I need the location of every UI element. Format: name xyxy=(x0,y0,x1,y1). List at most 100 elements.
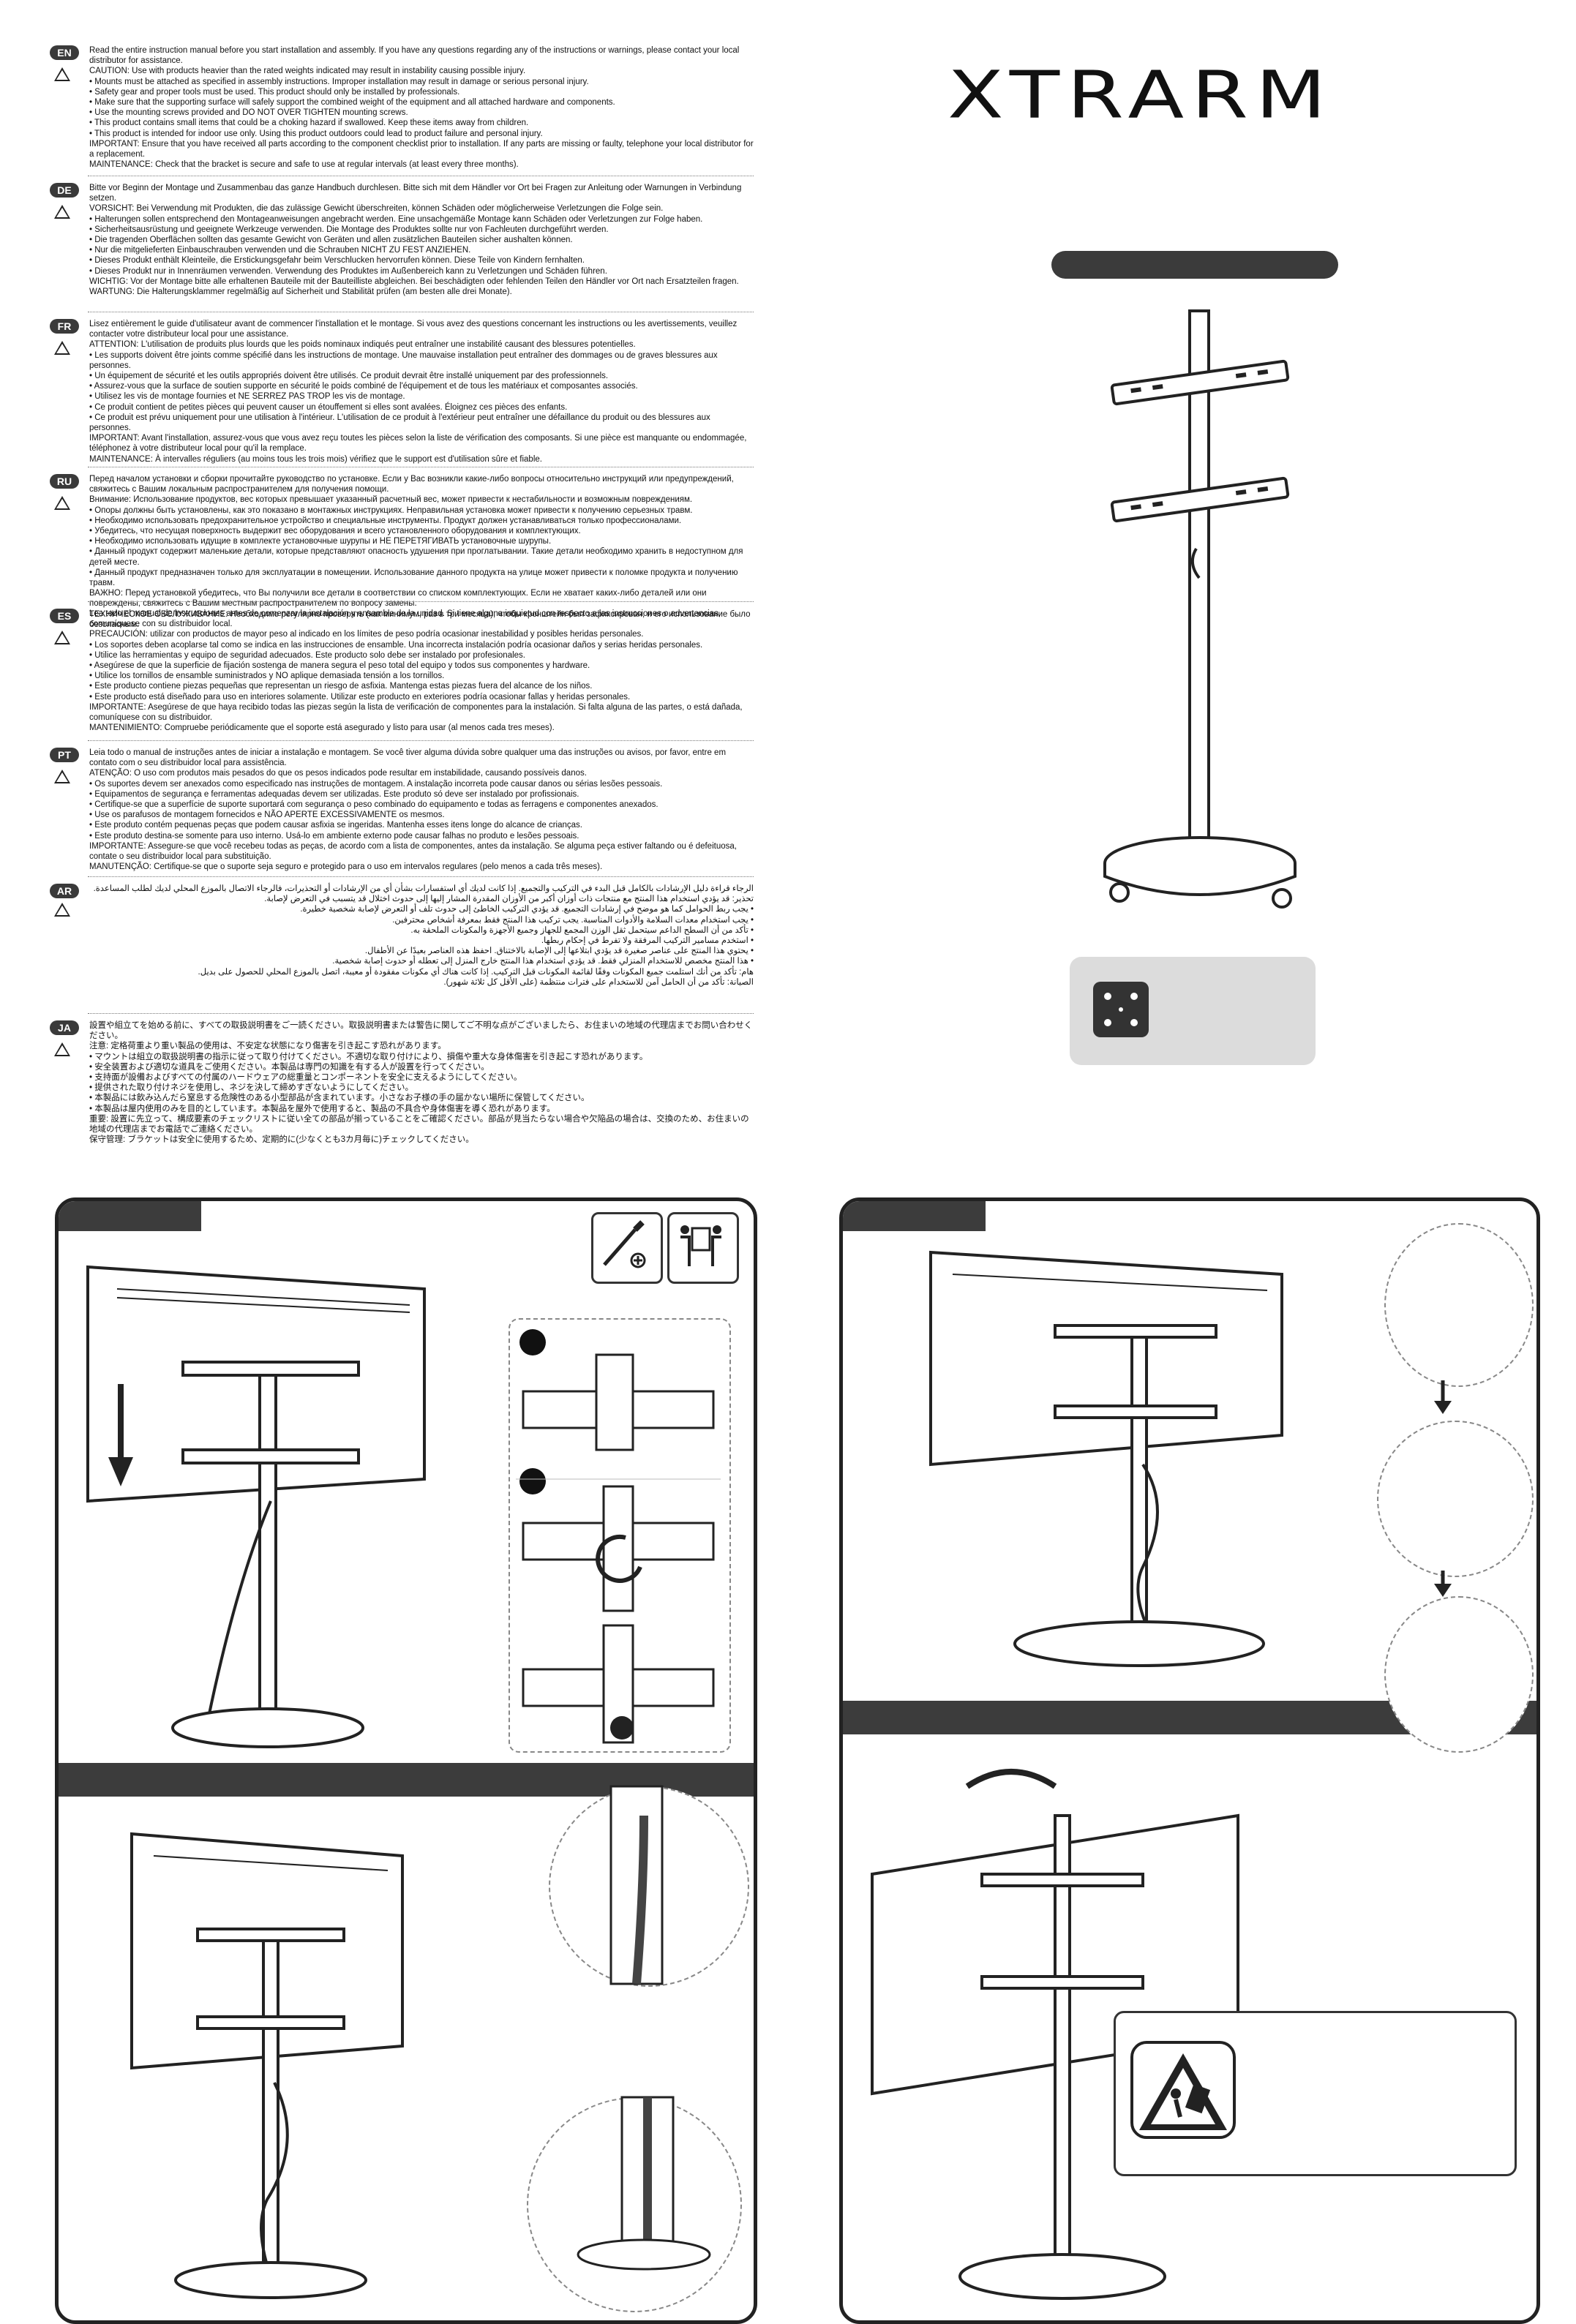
step1-tv-illustration xyxy=(86,1265,426,1748)
instruction-line: • Os suportes devem ser anexados como es… xyxy=(89,779,663,789)
detail-bracket-clamp xyxy=(516,1353,721,1744)
instruction-line: • 本製品には飲み込んだら窒息する危険性のある小型部品が含まれています。小さなお… xyxy=(89,1094,590,1103)
instruction-line: ВАЖНО: Перед установкой убедитесь, что В… xyxy=(89,589,707,609)
instruction-line: ATTENTION: L'utilisation de produits plu… xyxy=(89,340,636,350)
instruction-line: • Assurez-vous que la surface de soutien… xyxy=(89,382,638,391)
lang-body: Leia todo o manual de instruções antes d… xyxy=(89,748,754,872)
instruction-line: WARTUNG: Die Halterungsklammer regelmäßi… xyxy=(89,287,512,297)
instruction-line: • Halterungen sollen entsprechend den Mo… xyxy=(89,214,703,224)
instruction-line: Leia todo o manual de instruções antes d… xyxy=(89,748,727,768)
lang-body: Перед началом установки и сборки прочита… xyxy=(89,474,754,630)
instruction-line: ATENÇÃO: O uso com produtos mais pesados… xyxy=(89,769,587,778)
step-panel-1 xyxy=(55,1197,757,2324)
clip-detail-1 xyxy=(1384,1223,1534,1387)
warning-triangle-icon: ! xyxy=(54,903,70,917)
product-name-bar xyxy=(1051,251,1338,279)
instruction-line: • Los soportes deben acoplarse tal como … xyxy=(89,640,703,650)
lang-badge: AR xyxy=(50,884,79,898)
instruction-line: • Equipamentos de segurança e ferramenta… xyxy=(89,789,579,799)
step-panel-2 xyxy=(839,1197,1540,2324)
detail-marker-2 xyxy=(519,1468,546,1494)
lang-badge: JA xyxy=(50,1020,79,1035)
instruction-line: • 提供された取り付けネジを使用し、ネジを決して締めすぎないようにしてください。 xyxy=(89,1083,413,1093)
lang-badge: PT xyxy=(50,748,79,762)
instruction-line: • Ce produit est prévu uniquement pour u… xyxy=(89,413,710,433)
section-divider xyxy=(88,740,754,741)
instruction-line: CAUTION: Use with products heavier than … xyxy=(89,67,526,76)
instruction-line: 設置や組立てを始める前に、すべての取扱説明書をご一読ください。取扱説明書または警… xyxy=(89,1021,753,1041)
brand-logo: XTRARM xyxy=(948,57,1334,133)
warning-triangle-icon: ! xyxy=(54,341,70,355)
instruction-line: WICHTIG: Vor der Montage bitte alle erha… xyxy=(89,277,739,286)
instruction-line: • Убедитесь, что несущая поверхность выд… xyxy=(89,527,581,536)
instruction-line: • Utilisez les vis de montage fournies e… xyxy=(89,392,405,402)
lang-badge: RU xyxy=(50,474,79,489)
instruction-line: • 支持面が設備およびすべての付属のハードウェアの総重量とコンポーネントを安全に… xyxy=(89,1073,522,1083)
instruction-line: • Asegúrese de que la superficie de fija… xyxy=(89,661,590,671)
instruction-line: • Dieses Produkt enthält Kleinteile, die… xyxy=(89,256,585,266)
instruction-line: • Dieses Produkt nur in Innenräumen verw… xyxy=(89,266,607,276)
instruction-line: 保守管理: ブラケットは安全に使用するため、定期的に(少なくとも3カ月毎に)チェ… xyxy=(89,1135,474,1145)
warning-triangle-icon: ! xyxy=(54,205,70,219)
instruction-line: • Este produto destina-se somente para u… xyxy=(89,831,579,841)
instruction-line: Read the entire instruction manual befor… xyxy=(89,46,740,66)
instruction-line: • Опоры должны быть установлены, как это… xyxy=(89,505,693,515)
screwdriver-icon xyxy=(603,1220,646,1268)
instruction-line: الصيانة: تأكد من أن الحامل آمن للاستخدام… xyxy=(443,977,754,987)
instruction-line: • يجب استخدام معدات السلامة والأدوات الم… xyxy=(392,915,754,925)
warning-triangle-icon: ! xyxy=(54,496,70,510)
instruction-line: • Utilice los tornillos de ensamble sumi… xyxy=(89,672,445,681)
lang-body: Bitte vor Beginn der Montage und Zusamme… xyxy=(89,183,754,297)
instruction-line: Внимание: Использование продуктов, вес к… xyxy=(89,495,693,505)
tip-over-warning-icon xyxy=(1130,2041,1236,2139)
instruction-line: • Die tragenden Oberflächen sollten das … xyxy=(89,236,573,245)
instruction-line: • Make sure that the supporting surface … xyxy=(89,98,615,108)
instruction-line: • Este producto está diseñado para uso e… xyxy=(89,692,631,702)
instruction-line: • استخدم مسامير التركيب المرفقة ولا تفرط… xyxy=(541,936,754,946)
instruction-line: IMPORTANT: Avant l'installation, assurez… xyxy=(89,434,747,454)
instruction-line: • Необходимо использовать идущие в компл… xyxy=(89,537,552,546)
warning-triangle-icon: ! xyxy=(54,67,70,81)
instruction-line: • Nur die mitgelieferten Einbauschrauben… xyxy=(89,246,471,255)
instruction-line: Bitte vor Beginn der Montage und Zusamme… xyxy=(89,184,742,203)
lang-badge: ES xyxy=(50,609,79,623)
clip-detail-3 xyxy=(1384,1596,1534,1753)
section-divider xyxy=(88,1013,754,1014)
lang-badge: FR xyxy=(50,319,79,334)
lang-body: Lea todo el manual de instrucciones ante… xyxy=(89,609,754,733)
instruction-line: هام: تأكد من أنك استلمت جميع المكونات وف… xyxy=(198,967,754,977)
instruction-line: • Utilice las herramientas y equipo de s… xyxy=(89,650,525,660)
instruction-line: • يحتوي هذا المنتج على عناصر صغيرة قد يؤ… xyxy=(364,947,754,956)
step3-tv-illustration xyxy=(929,1250,1283,1667)
instruction-line: • Safety gear and proper tools must be u… xyxy=(89,87,460,97)
instruction-line: الرجاء قراءة دليل الإرشادات بالكامل قبل … xyxy=(93,884,754,893)
detail-marker-1 xyxy=(519,1329,546,1355)
section-divider xyxy=(88,601,754,602)
clip-detail-2 xyxy=(1377,1421,1534,1577)
product-illustration xyxy=(1103,309,1297,909)
instruction-line: IMPORTANTE: Assegure-se que você recebeu… xyxy=(89,841,737,862)
instruction-line: • This product contains small items that… xyxy=(89,119,529,128)
instruction-line: • 安全装置および適切な道具をご使用ください。本製品は専門の知識を有する人が設置… xyxy=(89,1062,489,1072)
instruction-line: • 本製品は屋内使用のみを目的としています。本製品を屋外で使用すると、製品の不具… xyxy=(89,1104,555,1113)
warning-triangle-icon: ! xyxy=(54,770,70,783)
lang-body: Lisez entièrement le guide d'utilisateur… xyxy=(89,319,754,465)
lang-body: Read the entire instruction manual befor… xyxy=(89,45,754,170)
instruction-line: • Este producto contiene piezas pequeñas… xyxy=(89,682,593,691)
instruction-line: Перед началом установки и сборки прочита… xyxy=(89,475,734,494)
instruction-line: MAINTENANCE: À intervalles réguliers (au… xyxy=(89,454,542,464)
lang-badge: EN xyxy=(50,45,79,60)
instruction-line: • يجب ربط الحوامل كما هو موضح في إرشادات… xyxy=(300,905,754,914)
cable-detail-drawing xyxy=(577,1785,711,2271)
instruction-line: • هذا المنتج مخصص للاستخدام المنزلي فقط.… xyxy=(332,957,754,966)
instruction-line: • Un équipement de sécurité et les outil… xyxy=(89,372,609,381)
section-divider xyxy=(88,876,754,877)
instruction-line: 重要: 設置に先立って、構成要素のチェックリストに従い全ての部品が揃っていること… xyxy=(89,1114,749,1135)
instruction-line: • Ce produit contient de petites pièces … xyxy=(89,402,568,412)
instruction-line: تحذير: قد يؤدي استخدام هذا المنتج مع منت… xyxy=(264,895,754,904)
step-tab-3 xyxy=(843,1201,986,1231)
instruction-line: • マウントは組立の取扱説明書の指示に従って取り付けてください。不適切な取り付け… xyxy=(89,1052,648,1061)
lang-badge: DE xyxy=(50,183,79,198)
screwdriver-tool-box xyxy=(591,1212,663,1284)
two-person-lift-icon xyxy=(680,1225,721,1266)
